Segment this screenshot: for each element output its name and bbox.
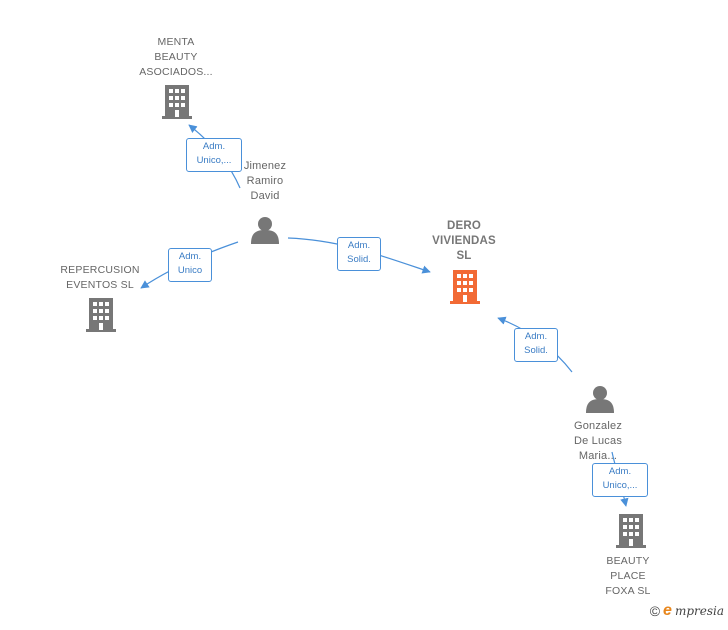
- node-label-repercusion[interactable]: REPERCUSION EVENTOS SL: [60, 264, 140, 291]
- brand-name: mpresia: [674, 604, 724, 618]
- brand-e-glyph: e: [663, 602, 672, 619]
- edge-label-gonzalez-beauty[interactable]: Adm. Unico,...: [592, 463, 648, 497]
- node-label-dero[interactable]: DERO VIVIENDAS SL: [432, 220, 496, 262]
- person-icon[interactable]: [251, 217, 279, 244]
- node-label-beauty[interactable]: BEAUTY PLACE FOXA SL: [605, 555, 651, 597]
- building-icon[interactable]: [616, 514, 646, 548]
- person-icon[interactable]: [586, 386, 614, 413]
- node-label-menta[interactable]: MENTA BEAUTY ASOCIADOS...: [139, 36, 213, 78]
- edge-label-gonzalez-dero[interactable]: Adm. Solid.: [514, 328, 558, 362]
- building-icon[interactable]: [162, 85, 192, 119]
- edge-label-jimenez-repercusion[interactable]: Adm. Unico: [168, 248, 212, 282]
- node-label-jimenez[interactable]: Jimenez Ramiro David: [243, 160, 287, 202]
- building-icon[interactable]: [450, 270, 480, 304]
- edge-label-jimenez-dero[interactable]: Adm. Solid.: [337, 237, 381, 271]
- building-icon[interactable]: [86, 298, 116, 332]
- copyright-symbol: ©: [649, 603, 661, 619]
- node-label-gonzalez[interactable]: Gonzalez De Lucas Maria...: [573, 420, 623, 462]
- edge-label-jimenez-menta[interactable]: Adm. Unico,...: [186, 138, 242, 172]
